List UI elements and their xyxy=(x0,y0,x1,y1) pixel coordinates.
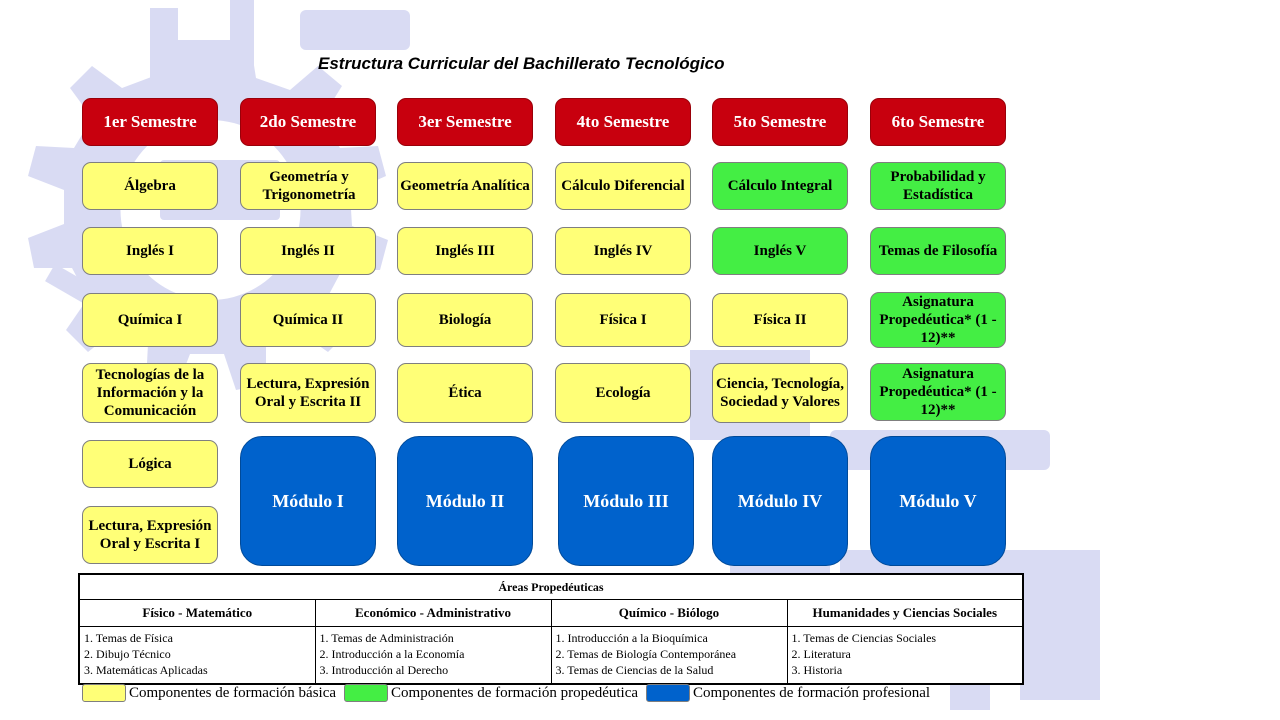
area-subject: 2. Dibujo Técnico xyxy=(84,647,171,661)
area-subject: 1. Introducción a la Bioquímica xyxy=(555,631,708,645)
module-box: Módulo III xyxy=(558,436,694,566)
subject-box: Cálculo Integral xyxy=(712,162,848,210)
subject-box: Geometría Analítica xyxy=(397,162,533,210)
semester-header-5: 5to Semestre xyxy=(712,98,848,146)
subject-box: Lectura, Expresión Oral y Escrita II xyxy=(240,363,376,423)
legend-label: Componentes de formación profesional xyxy=(693,684,931,701)
subject-box: Inglés II xyxy=(240,227,376,275)
subject-box: Ética xyxy=(397,363,533,423)
legend-item-professional: Componentes de formación profesional xyxy=(646,684,930,702)
area-subjects: 1. Introducción a la Bioquímica 2. Temas… xyxy=(550,626,788,685)
legend-swatch-propedeutic xyxy=(344,684,389,702)
area-subject: 1. Temas de Física xyxy=(84,631,173,645)
subject-box: Tecnologías de la Información y la Comun… xyxy=(82,363,218,423)
module-box: Módulo I xyxy=(240,436,376,566)
legend-swatch-basic xyxy=(82,684,126,702)
legend-label: Componentes de formación básica xyxy=(129,684,337,701)
subject-box: Lectura, Expresión Oral y Escrita I xyxy=(82,506,218,564)
area-header: Químico - Biólogo xyxy=(550,599,788,627)
legend: Componentes de formación básica Componen… xyxy=(82,684,938,702)
semester-header-4: 4to Semestre xyxy=(555,98,691,146)
legend-item-propedeutic: Componentes de formación propedéutica xyxy=(344,684,638,702)
area-subjects: 1. Temas de Administración 2. Introducci… xyxy=(314,626,552,685)
area-subject: 3. Matemáticas Aplicadas xyxy=(84,663,208,677)
subject-box: Inglés IV xyxy=(555,227,691,275)
subject-box: Física II xyxy=(712,293,848,347)
area-subject: 2. Literatura xyxy=(791,647,851,661)
subject-box: Ciencia, Tecnología, Sociedad y Valores xyxy=(712,363,848,423)
module-box: Módulo V xyxy=(870,436,1006,566)
subject-box: Asignatura Propedéutica* (1 - 12)** xyxy=(870,292,1006,348)
legend-item-basic: Componentes de formación básica xyxy=(82,684,336,702)
area-subject: 3. Introducción al Derecho xyxy=(319,663,449,677)
module-box: Módulo IV xyxy=(712,436,848,566)
page-title: Estructura Curricular del Bachillerato T… xyxy=(318,54,725,73)
subject-box: Inglés V xyxy=(712,227,848,275)
area-subject: 3. Temas de Ciencias de la Salud xyxy=(555,663,714,677)
areas-table: Áreas Propedéuticas Físico - Matemático … xyxy=(78,573,1024,685)
subject-box: Inglés I xyxy=(82,227,218,275)
areas-title: Áreas Propedéuticas xyxy=(78,573,1024,600)
semester-header-2: 2do Semestre xyxy=(240,98,376,146)
legend-label: Componentes de formación propedéutica xyxy=(391,684,639,701)
subject-box: Temas de Filosofía xyxy=(870,227,1006,275)
area-subject: 3. Historia xyxy=(791,663,843,677)
area-subjects: 1. Temas de Ciencias Sociales 2. Literat… xyxy=(786,626,1024,685)
subject-box: Probabilidad y Estadística xyxy=(870,162,1006,210)
area-header: Físico - Matemático xyxy=(78,599,316,627)
subject-box: Química I xyxy=(82,293,218,347)
area-subject: 2. Introducción a la Economía xyxy=(319,647,465,661)
area-header: Económico - Administrativo xyxy=(314,599,552,627)
area-subjects: 1. Temas de Física 2. Dibujo Técnico 3. … xyxy=(78,626,316,685)
semester-header-6: 6to Semestre xyxy=(870,98,1006,146)
semester-header-1: 1er Semestre xyxy=(82,98,218,146)
area-subject: 1. Temas de Ciencias Sociales xyxy=(791,631,937,645)
subject-box: Ecología xyxy=(555,363,691,423)
subject-box: Álgebra xyxy=(82,162,218,210)
semester-header-3: 3er Semestre xyxy=(397,98,533,146)
subject-box: Geometría y Trigonometría xyxy=(240,162,378,210)
module-box: Módulo II xyxy=(397,436,533,566)
subject-box: Inglés III xyxy=(397,227,533,275)
area-subject: 2. Temas de Biología Contemporánea xyxy=(555,647,737,661)
legend-swatch-professional xyxy=(646,684,691,702)
subject-box: Lógica xyxy=(82,440,218,488)
area-header: Humanidades y Ciencias Sociales xyxy=(786,599,1024,627)
subject-box: Física I xyxy=(555,293,691,347)
area-subject: 1. Temas de Administración xyxy=(319,631,454,645)
subject-box: Asignatura Propedéutica* (1 - 12)** xyxy=(870,363,1006,421)
subject-box: Biología xyxy=(397,293,533,347)
subject-box: Química II xyxy=(240,293,376,347)
subject-box: Cálculo Diferencial xyxy=(555,162,691,210)
